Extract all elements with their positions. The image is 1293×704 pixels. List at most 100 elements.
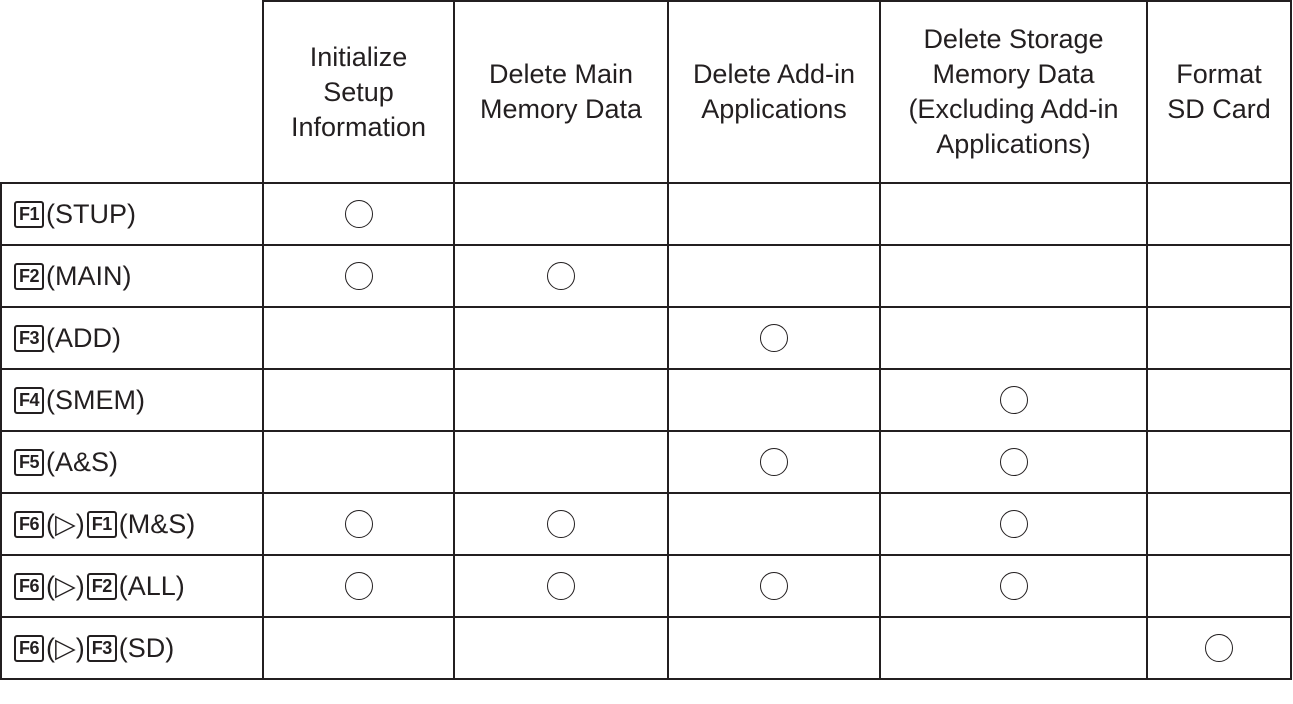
row-label-cell: F6(▷)F3(SD) <box>0 616 264 680</box>
circle-icon <box>760 324 788 352</box>
function-key: F3 <box>86 634 117 662</box>
table-row: F6(▷)F2(ALL) <box>0 554 1292 618</box>
circle-icon <box>344 572 373 600</box>
mark-cell <box>879 616 1148 680</box>
circle-icon <box>1205 634 1233 662</box>
row-label: F6(▷)F1(M&S) <box>14 509 262 540</box>
circle-icon <box>999 572 1028 600</box>
mark-cell <box>879 244 1148 308</box>
table-row: F1(STUP) <box>0 182 1292 246</box>
circle-icon <box>999 448 1028 476</box>
row-label: F4(SMEM) <box>14 385 262 416</box>
mark-cell <box>1146 492 1292 556</box>
function-key: F6 <box>14 572 44 600</box>
column-header-label: Delete Storage Memory Data (Excluding Ad… <box>908 24 1119 159</box>
mark-cell <box>879 554 1148 618</box>
table-row: F6(▷)F3(SD) <box>0 616 1292 680</box>
circle-icon <box>344 510 373 538</box>
row-label-cell: F6(▷)F1(M&S) <box>0 492 264 556</box>
row-label-text: (STUP) <box>46 198 136 229</box>
row-label: F6(▷)F2(ALL) <box>14 571 262 602</box>
corner-cell <box>1 1 264 184</box>
mark-cell <box>453 616 669 680</box>
row-label-text: (▷) <box>46 570 85 601</box>
mark-cell <box>667 430 881 494</box>
mark-cell <box>262 492 455 556</box>
mark-cell <box>1146 430 1292 494</box>
column-header-label: Delete Main Memory Data <box>479 59 643 124</box>
mark-cell <box>262 430 455 494</box>
mark-cell <box>667 368 881 432</box>
circle-icon <box>344 262 373 290</box>
row-label-text: (▷) <box>46 632 85 663</box>
function-key: F3 <box>14 324 44 352</box>
mark-cell <box>1146 368 1292 432</box>
circle-icon <box>344 200 373 228</box>
mark-cell <box>879 182 1148 246</box>
mark-cell <box>1146 182 1292 246</box>
row-label: F2(MAIN) <box>14 261 262 292</box>
column-header-delete-storage-memory: Delete Storage Memory Data (Excluding Ad… <box>879 0 1148 184</box>
table-row: F6(▷)F1(M&S) <box>0 492 1292 556</box>
table-row: F4(SMEM) <box>0 368 1292 432</box>
mark-cell <box>453 492 669 556</box>
mark-cell <box>453 182 669 246</box>
row-label: F6(▷)F3(SD) <box>14 633 262 664</box>
row-label-text: (▷) <box>46 508 85 539</box>
mark-cell <box>667 616 881 680</box>
function-key: F1 <box>14 200 44 228</box>
row-label-text: (SMEM) <box>46 384 145 415</box>
row-label-text: (M&S) <box>118 508 196 539</box>
row-label-text: (ALL) <box>118 570 185 601</box>
table-body: F1(STUP)F2(MAIN)F3(ADD)F4(SMEM)F5(A&S)F6… <box>0 182 1292 680</box>
mark-cell <box>262 244 455 308</box>
mark-cell <box>667 182 881 246</box>
table-row: F3(ADD) <box>0 306 1292 370</box>
circle-icon <box>760 448 788 476</box>
header-row: Initialize Setup Information Delete Main… <box>1 0 1292 184</box>
mark-cell <box>453 554 669 618</box>
row-label-cell: F6(▷)F2(ALL) <box>0 554 264 618</box>
mark-cell <box>879 368 1148 432</box>
function-key: F5 <box>14 448 44 476</box>
mark-cell <box>453 306 669 370</box>
mark-cell <box>453 368 669 432</box>
mark-cell <box>1146 244 1292 308</box>
reset-options-table: Initialize Setup Information Delete Main… <box>0 0 1292 680</box>
function-key: F6 <box>14 510 44 538</box>
table-row: F5(A&S) <box>0 430 1292 494</box>
circle-icon <box>547 572 575 600</box>
mark-cell <box>1146 616 1292 680</box>
mark-cell <box>879 492 1148 556</box>
mark-cell <box>262 306 455 370</box>
mark-cell <box>879 306 1148 370</box>
table-row: F2(MAIN) <box>0 244 1292 308</box>
mark-cell <box>1146 554 1292 618</box>
mark-cell <box>262 616 455 680</box>
mark-cell <box>262 554 455 618</box>
mark-cell <box>667 554 881 618</box>
row-label-text: (MAIN) <box>46 260 132 291</box>
circle-icon <box>547 262 575 290</box>
function-key: F6 <box>14 634 44 662</box>
function-key: F2 <box>86 572 117 600</box>
circle-icon <box>547 510 575 538</box>
row-label-cell: F2(MAIN) <box>0 244 264 308</box>
row-label-cell: F1(STUP) <box>0 182 264 246</box>
row-label: F1(STUP) <box>14 199 262 230</box>
mark-cell <box>262 368 455 432</box>
row-label-text: (A&S) <box>46 446 119 477</box>
column-header-initialize-setup: Initialize Setup Information <box>262 0 455 184</box>
mark-cell <box>1146 306 1292 370</box>
function-key: F4 <box>14 386 44 414</box>
function-key: F1 <box>86 510 117 538</box>
function-key: F2 <box>14 262 44 290</box>
row-label-cell: F4(SMEM) <box>0 368 264 432</box>
circle-icon <box>999 386 1028 414</box>
row-label: F3(ADD) <box>14 323 262 354</box>
mark-cell <box>453 430 669 494</box>
mark-cell <box>667 492 881 556</box>
mark-cell <box>667 244 881 308</box>
row-label-cell: F3(ADD) <box>0 306 264 370</box>
column-header-label: Delete Add-in Applications <box>692 59 856 124</box>
